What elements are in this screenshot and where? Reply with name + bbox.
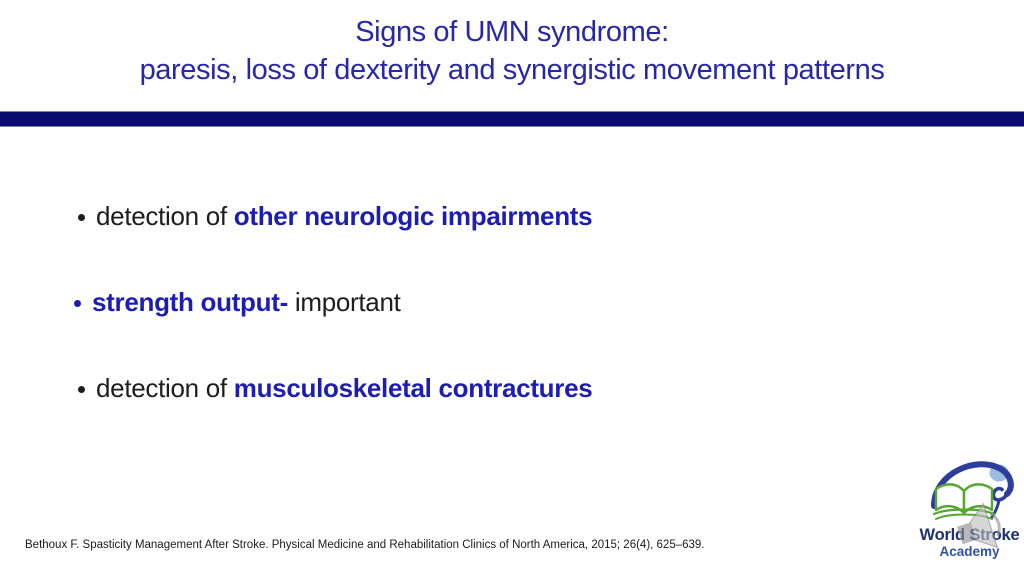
bullet-text-plain: important bbox=[294, 287, 401, 317]
divider-bar bbox=[0, 111, 1024, 127]
bullet-dot bbox=[74, 300, 81, 307]
bullet-text-emphasis: strength output- bbox=[92, 287, 295, 317]
title-line-1: Signs of UMN syndrome: bbox=[355, 16, 669, 48]
audio-speaker-icon[interactable] bbox=[950, 495, 1016, 561]
bullet-dot bbox=[78, 386, 85, 393]
logo-text-academy: Academy bbox=[939, 544, 1000, 559]
title-line-2: paresis, loss of dexterity and synergist… bbox=[139, 54, 885, 86]
bullet-item-1: detection of other neurologic impairment… bbox=[78, 201, 593, 231]
world-stroke-academy-logo: World Stroke Academy bbox=[915, 458, 1024, 568]
bullet-text-emphasis: other neurologic impairments bbox=[233, 201, 593, 231]
slide-title: Signs of UMN syndrome: paresis, loss of … bbox=[0, 13, 1024, 89]
bullet-text-plain: detection of bbox=[96, 373, 234, 403]
bullet-text-emphasis: musculoskeletal contractures bbox=[233, 373, 593, 403]
bullet-dot bbox=[78, 214, 85, 221]
citation-text: Bethoux F. Spasticity Management After S… bbox=[25, 539, 705, 551]
bullet-item-3: detection of musculoskeletal contracture… bbox=[78, 373, 593, 403]
bullet-text-plain: detection of bbox=[96, 201, 234, 231]
bullet-item-2: strength output- important bbox=[74, 288, 401, 316]
